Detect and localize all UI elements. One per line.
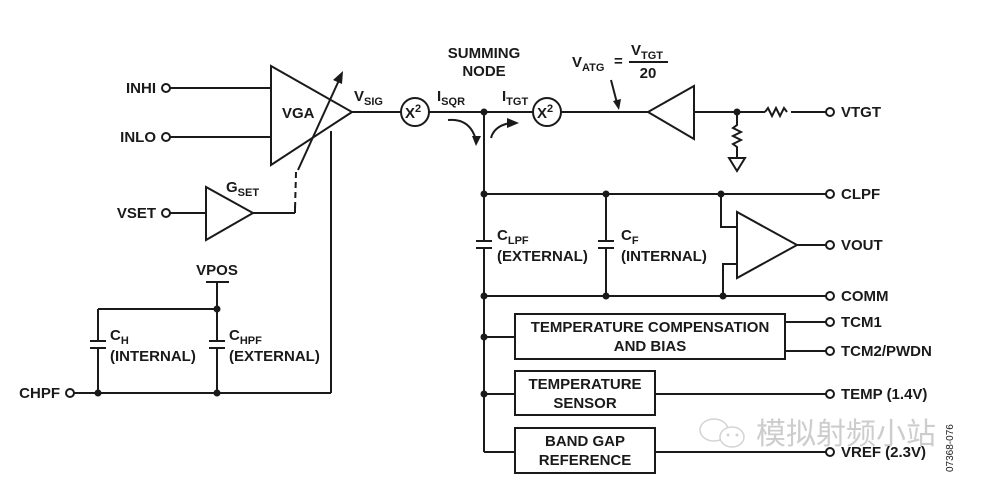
summing-label-1: SUMMING (448, 45, 521, 62)
temperature-sensor-block: TEMPERATURE SENSOR (480, 370, 826, 416)
vatg-equation: VATG = VTGT 20 (572, 42, 668, 110)
gset-label: GSET (226, 179, 259, 199)
pin-vset: VSET (117, 205, 206, 222)
isqr-flow-arrow (447, 118, 477, 141)
capacitor-ch: CH (INTERNAL) (90, 309, 196, 393)
pin-label-tcm1: TCM1 (841, 314, 882, 331)
pin-clpf: CLPF (825, 186, 880, 203)
isqr-label: ISQR (437, 88, 465, 108)
pin-terminal (825, 240, 835, 250)
cf-note: (INTERNAL) (621, 248, 707, 265)
pin-label-vpos: VPOS (196, 262, 238, 279)
pin-label-temp: TEMP (1.4V) (841, 386, 927, 403)
pin-label-inlo: INLO (120, 129, 156, 146)
arrow-head-icon (613, 99, 621, 110)
pin-label-vout: VOUT (841, 237, 883, 254)
clpf-label: CLPF (497, 227, 529, 247)
resistor-series (764, 105, 788, 119)
vatg-label: VATG (572, 54, 604, 74)
bandgap-reference-block: BAND GAP REFERENCE (484, 427, 826, 474)
pin-tcm1: TCM1 (825, 314, 882, 331)
squarer-2-label: X2 (537, 103, 553, 122)
bandgap-box (514, 427, 656, 474)
summing-label-2: NODE (462, 63, 505, 80)
output-buffer (720, 194, 826, 296)
chpf-label: CHPF (229, 327, 262, 347)
squarer-1-label: X2 (405, 103, 421, 122)
cf-label: CF (621, 227, 639, 247)
pin-terminal (65, 388, 75, 398)
temperature-compensation-block: TEMPERATURE COMPENSATION AND BIAS (480, 313, 826, 360)
output-buffer-triangle (736, 210, 800, 280)
pin-vtgt: VTGT (825, 104, 881, 121)
itgt-label: ITGT (502, 88, 528, 108)
summing-node: SUMMING NODE (448, 45, 521, 116)
pin-terminal (825, 189, 835, 199)
gset-amplifier: GSET (205, 179, 296, 242)
figure-id: 07368-076 (945, 424, 956, 472)
watermark: 模拟射频小站 (699, 417, 936, 452)
pin-terminal (825, 291, 835, 301)
pin-vout: VOUT (825, 237, 883, 254)
pin-label-comm: COMM (841, 288, 889, 305)
watermark-text: 模拟射频小站 (756, 417, 936, 452)
ch-label: CH (110, 327, 129, 347)
vga-label: VGA (282, 105, 315, 122)
vsig-label: VSIG (354, 88, 383, 108)
pin-terminal (825, 389, 835, 399)
arrow-head-icon (507, 118, 519, 128)
pin-label-tcm2-pwdn: TCM2/PWDN (841, 343, 932, 360)
arrow-head-icon (333, 71, 343, 84)
pin-chpf: CHPF (19, 385, 331, 402)
squarer-1: X2 (400, 97, 430, 127)
temp-comp-label-1: TEMPERATURE COMPENSATION (531, 319, 770, 336)
pin-terminal (825, 346, 835, 356)
pin-terminal (161, 132, 171, 142)
resistor-shunt (730, 112, 744, 158)
ch-note: (INTERNAL) (110, 348, 196, 365)
bandgap-label-2: REFERENCE (539, 452, 632, 469)
vtgt-numerator: VTGT (631, 42, 663, 62)
pin-label-inhi: INHI (126, 80, 156, 97)
pin-tcm2-pwdn: TCM2/PWDN (825, 343, 932, 360)
capacitor-cf: CF (INTERNAL) (598, 194, 707, 296)
pin-temp: TEMP (1.4V) (825, 386, 927, 403)
gset-triangle (205, 185, 256, 242)
clpf-note: (EXTERNAL) (497, 248, 588, 265)
arrow-head-icon (472, 136, 481, 146)
chpf-note: (EXTERNAL) (229, 348, 320, 365)
pin-label-chpf: CHPF (19, 385, 60, 402)
wechat-icon (699, 418, 745, 448)
temp-comp-box (514, 313, 786, 360)
temp-sensor-label-1: TEMPERATURE (528, 376, 641, 393)
temp-sensor-label-2: SENSOR (553, 395, 617, 412)
pin-terminal (825, 317, 835, 327)
pin-vref: VREF (2.3V) (825, 444, 926, 461)
pin-label-vtgt: VTGT (841, 104, 881, 121)
ground-icon (727, 157, 747, 173)
equals-sign: = (614, 53, 623, 70)
capacitor-chpf: CHPF (EXTERNAL) (209, 309, 320, 393)
pin-terminal (161, 208, 171, 218)
pin-vpos: VPOS (196, 262, 238, 309)
pin-label-vset: VSET (117, 205, 156, 222)
temp-comp-label-2: AND BIAS (614, 338, 687, 355)
pin-label-vref: VREF (2.3V) (841, 444, 926, 461)
bandgap-label-1: BAND GAP (545, 433, 625, 450)
target-buffer (645, 84, 695, 141)
capacitor-clpf: CLPF (EXTERNAL) (476, 227, 588, 265)
gain-control-dashed-link (294, 171, 297, 211)
pin-inlo: INLO (120, 129, 271, 146)
gain-control-arrow (297, 77, 341, 171)
vga-amplifier: VGA (270, 64, 354, 171)
pin-comm: COMM (825, 288, 889, 305)
pin-terminal (825, 447, 835, 457)
squarer-2: X2 (532, 97, 562, 127)
pin-label-clpf: CLPF (841, 186, 880, 203)
vtgt-denominator: 20 (640, 65, 657, 82)
pin-terminal (161, 83, 171, 93)
pin-inhi: INHI (126, 80, 271, 97)
pin-terminal (825, 107, 835, 117)
